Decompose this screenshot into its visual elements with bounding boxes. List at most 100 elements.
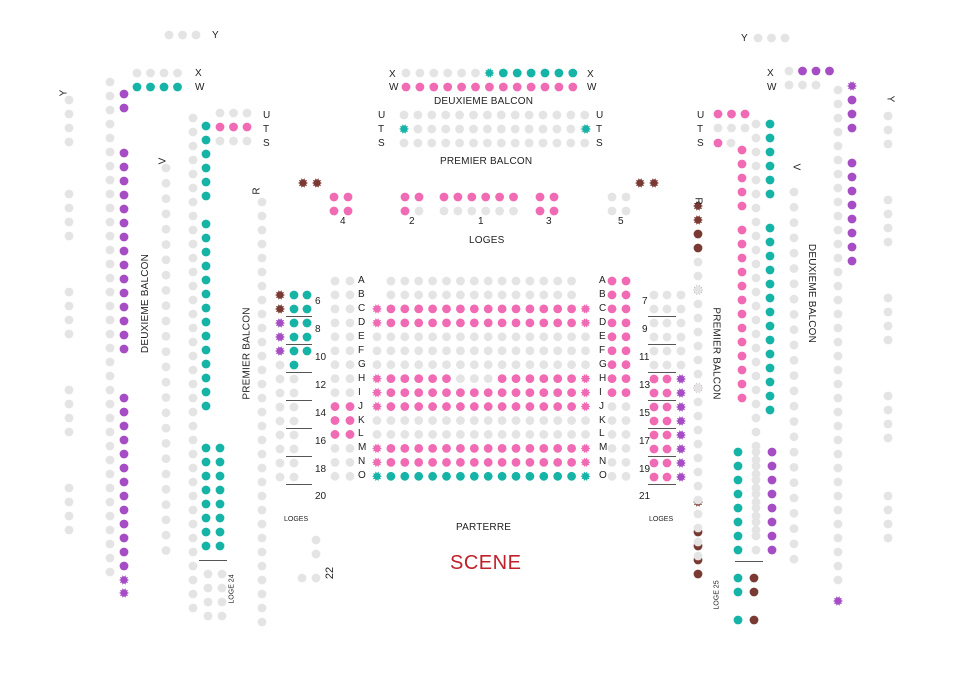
available-seat[interactable]: [607, 304, 617, 314]
available-seat[interactable]: [119, 477, 129, 487]
available-seat[interactable]: [567, 318, 576, 328]
available-seat[interactable]: [428, 457, 437, 467]
available-seat[interactable]: [242, 122, 252, 132]
available-seat[interactable]: [119, 246, 129, 256]
available-seat[interactable]: [765, 237, 775, 247]
available-seat[interactable]: [119, 407, 129, 417]
available-seat[interactable]: [847, 186, 857, 196]
available-seat[interactable]: [621, 360, 631, 370]
available-seat[interactable]: [289, 290, 299, 300]
available-seat[interactable]: [343, 192, 353, 202]
available-seat[interactable]: [733, 517, 743, 527]
available-seat[interactable]: [749, 587, 759, 597]
available-seat[interactable]: [215, 471, 225, 481]
available-seat[interactable]: [201, 499, 211, 509]
available-seat[interactable]: [201, 345, 211, 355]
available-seat[interactable]: [201, 457, 211, 467]
available-seat[interactable]: [119, 505, 129, 515]
available-seat[interactable]: [428, 444, 437, 453]
available-seat[interactable]: [511, 388, 521, 397]
available-seat[interactable]: [215, 527, 225, 537]
available-seat[interactable]: [539, 444, 549, 453]
available-seat[interactable]: [483, 471, 493, 481]
available-seat[interactable]: [443, 82, 453, 92]
available-seat[interactable]: [765, 189, 775, 199]
available-seat[interactable]: [737, 159, 747, 169]
available-seat[interactable]: [345, 402, 355, 411]
available-seat[interactable]: [497, 304, 507, 314]
available-seat[interactable]: [662, 416, 672, 426]
available-seat[interactable]: [737, 337, 747, 347]
available-seat[interactable]: [119, 588, 129, 598]
available-seat[interactable]: [525, 374, 535, 384]
available-seat[interactable]: [693, 215, 703, 225]
available-seat[interactable]: [400, 318, 410, 328]
available-seat[interactable]: [469, 318, 479, 328]
available-seat[interactable]: [119, 162, 129, 172]
available-seat[interactable]: [428, 388, 437, 397]
available-seat[interactable]: [733, 447, 743, 457]
available-seat[interactable]: [201, 275, 211, 285]
available-seat[interactable]: [119, 190, 129, 200]
available-seat[interactable]: [469, 402, 479, 411]
available-seat[interactable]: [765, 321, 775, 331]
available-seat[interactable]: [372, 401, 382, 412]
available-seat[interactable]: [400, 304, 410, 314]
available-seat[interactable]: [676, 388, 686, 398]
available-seat[interactable]: [414, 304, 424, 314]
available-seat[interactable]: [511, 457, 521, 467]
available-seat[interactable]: [737, 295, 747, 305]
available-seat[interactable]: [456, 318, 465, 328]
available-seat[interactable]: [733, 489, 743, 499]
available-seat[interactable]: [621, 332, 631, 342]
available-seat[interactable]: [676, 472, 686, 482]
available-seat[interactable]: [483, 457, 493, 467]
available-seat[interactable]: [553, 388, 563, 397]
available-seat[interactable]: [201, 373, 211, 383]
available-seat[interactable]: [329, 192, 339, 202]
available-seat[interactable]: [119, 533, 129, 543]
available-seat[interactable]: [399, 124, 409, 134]
available-seat[interactable]: [621, 346, 631, 356]
available-seat[interactable]: [275, 290, 285, 300]
available-seat[interactable]: [289, 304, 299, 314]
available-seat[interactable]: [456, 457, 465, 467]
available-seat[interactable]: [415, 82, 425, 92]
available-seat[interactable]: [765, 279, 775, 289]
available-seat[interactable]: [767, 475, 777, 485]
available-seat[interactable]: [580, 471, 591, 482]
available-seat[interactable]: [607, 318, 617, 328]
available-seat[interactable]: [428, 374, 437, 384]
available-seat[interactable]: [540, 68, 550, 78]
available-seat[interactable]: [765, 133, 775, 143]
available-seat[interactable]: [737, 201, 747, 211]
available-seat[interactable]: [549, 192, 559, 202]
available-seat[interactable]: [535, 192, 545, 202]
available-seat[interactable]: [635, 178, 645, 188]
available-seat[interactable]: [119, 491, 129, 501]
available-seat[interactable]: [568, 68, 578, 78]
available-seat[interactable]: [765, 175, 775, 185]
available-seat[interactable]: [649, 374, 659, 384]
available-seat[interactable]: [847, 228, 857, 238]
available-seat[interactable]: [201, 163, 211, 173]
available-seat[interactable]: [525, 471, 535, 481]
available-seat[interactable]: [737, 267, 747, 277]
available-seat[interactable]: [767, 489, 777, 499]
available-seat[interactable]: [733, 573, 743, 583]
available-seat[interactable]: [649, 430, 659, 440]
available-seat[interactable]: [749, 573, 759, 583]
available-seat[interactable]: [483, 444, 493, 453]
available-seat[interactable]: [553, 374, 563, 384]
available-seat[interactable]: [511, 402, 521, 411]
available-seat[interactable]: [201, 387, 211, 397]
available-seat[interactable]: [553, 471, 563, 481]
available-seat[interactable]: [275, 332, 285, 342]
available-seat[interactable]: [567, 457, 576, 467]
available-seat[interactable]: [765, 223, 775, 233]
available-seat[interactable]: [825, 66, 834, 76]
available-seat[interactable]: [525, 444, 535, 453]
available-seat[interactable]: [498, 82, 508, 92]
available-seat[interactable]: [737, 187, 747, 197]
available-seat[interactable]: [568, 82, 578, 92]
